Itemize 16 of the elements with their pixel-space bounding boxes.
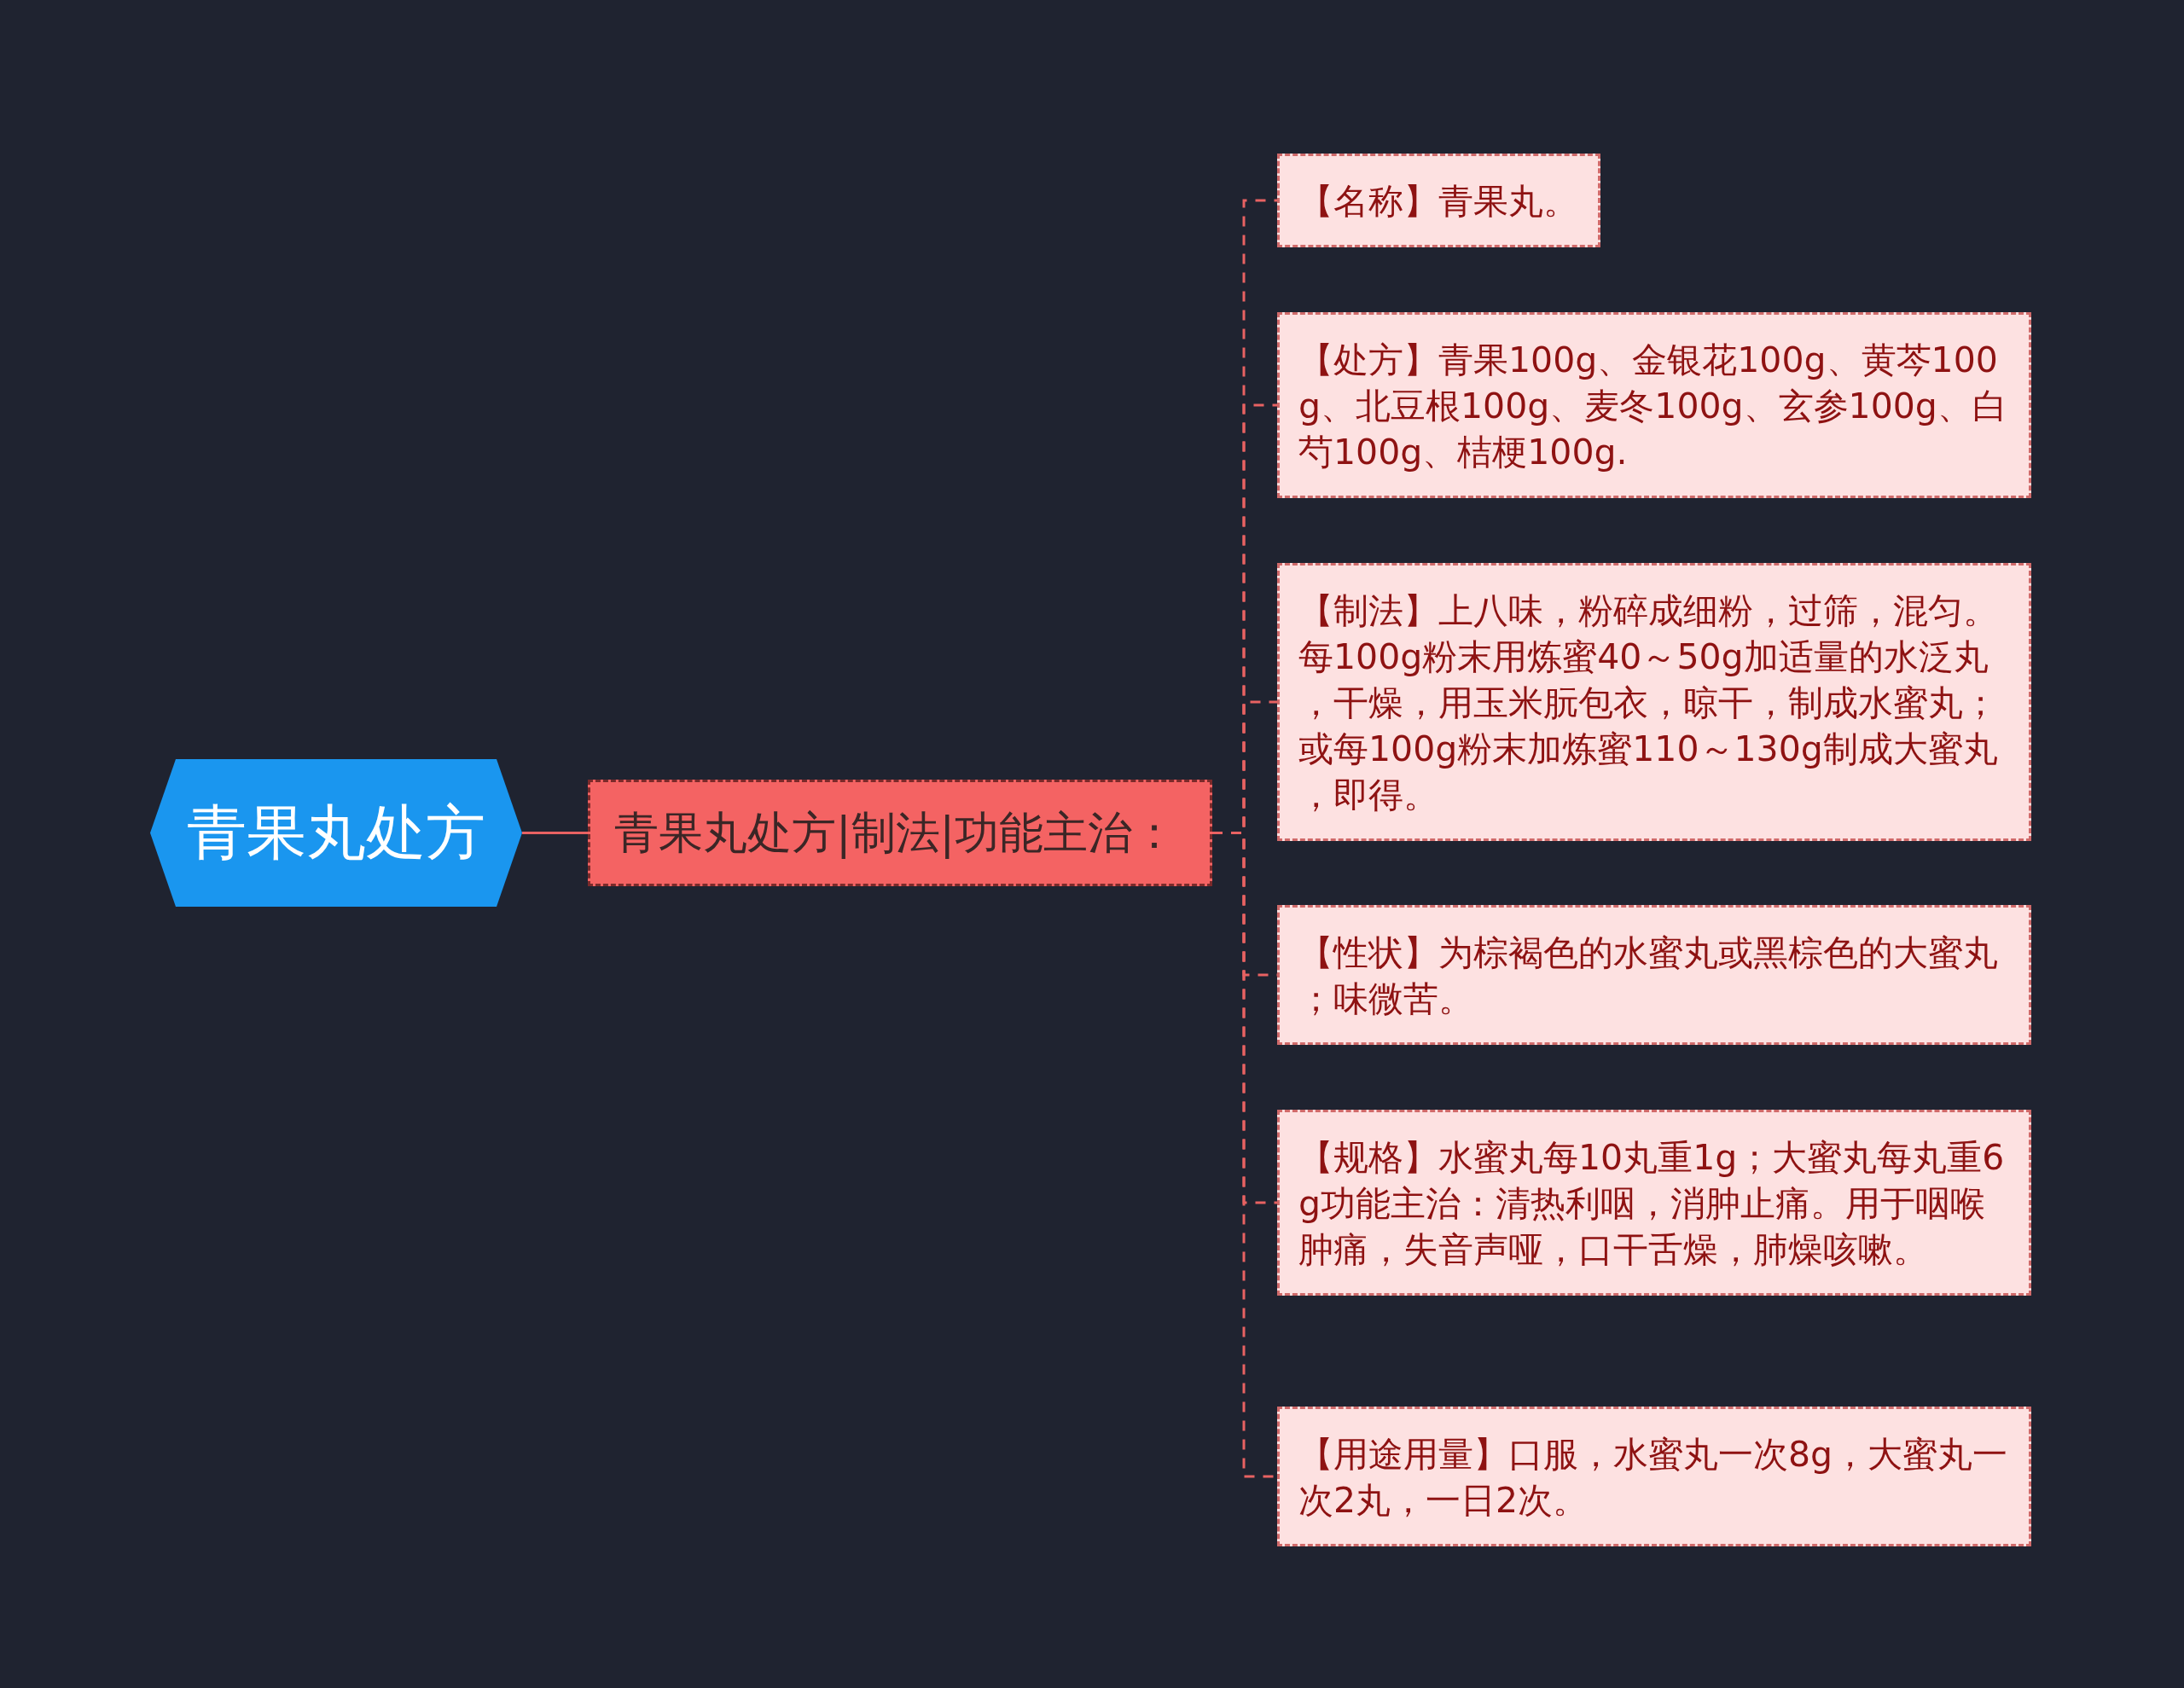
detail-box	[1277, 563, 2031, 841]
node-text: 【制法】上八味，粉碎成细粉，过筛，混匀。每100g粉末用炼蜜40～50g加适量的水泛丸，干燥，用玉米朊包衣，晾干，制成水蜜丸；或每100g粉末加炼蜜110～130g制成大蜜丸，即得。	[1298, 589, 1999, 817]
node-text: 青果丸处方|制法|功能主治：	[614, 805, 1177, 861]
title-text: 青果丸处方	[187, 796, 485, 869]
connector-line	[522, 832, 588, 834]
detail-box	[1277, 154, 1600, 247]
detail-box	[1277, 1407, 2031, 1546]
detail-box	[1277, 1110, 2031, 1296]
node-text: 【性状】为棕褐色的水蜜丸或黑棕色的大蜜丸；味微苦。	[1298, 931, 1999, 1021]
node-text: 【规格】水蜜丸每10丸重1g；大蜜丸每丸重6g功能主治：清热利咽，消肿止痛。用于咽喉肿痛，失音声哑，口干舌燥，肺燥咳嗽。	[1298, 1136, 2006, 1272]
topic-box	[588, 780, 1212, 886]
detail-box	[1277, 312, 2031, 498]
detail-box	[1277, 905, 2031, 1045]
node-text: 【处方】青果100g、金银花100g、黄芩100g、北豆根100g、麦冬100g、玄参100g、白芍100g、桔梗100g.	[1298, 339, 2008, 474]
node-text: 【名称】青果丸。	[1298, 180, 1579, 223]
node-text: 【用途用量】口服，水蜜丸一次8g，大蜜丸一次2丸，一日2次。	[1298, 1433, 2009, 1523]
